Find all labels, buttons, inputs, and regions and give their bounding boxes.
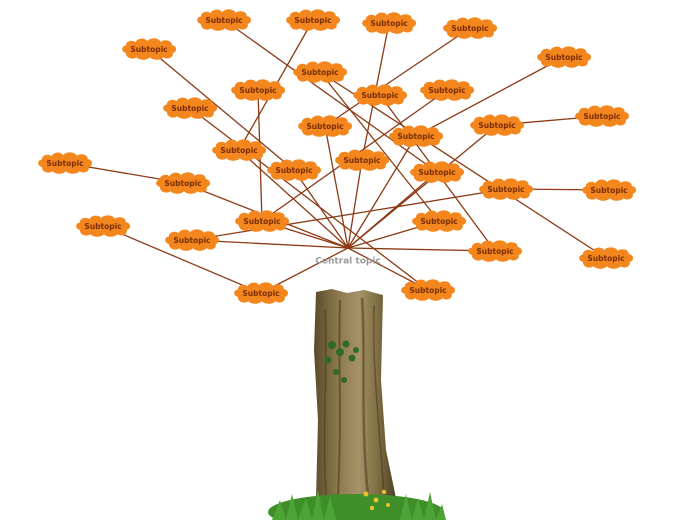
subtopic-label: Subtopic [220, 146, 257, 155]
subtopic-label: Subtopic [205, 16, 242, 25]
subtopic-label: Subtopic [164, 179, 201, 188]
connector-line [191, 188, 507, 241]
subtopic-label: Subtopic [306, 122, 343, 131]
subtopic-label: Subtopic [84, 222, 121, 231]
subtopic-node[interactable]: Subtopic [165, 229, 220, 251]
subtopic-node[interactable]: Subtopic [443, 17, 498, 39]
subtopic-node[interactable]: Subtopic [234, 282, 289, 304]
subtopic-label: Subtopic [243, 217, 280, 226]
connector-line [319, 71, 440, 222]
subtopic-label: Subtopic [545, 53, 582, 62]
subtopic-node[interactable]: Subtopic [293, 61, 348, 83]
subtopic-label: Subtopic [476, 247, 513, 256]
subtopic-node[interactable]: Subtopic [362, 12, 417, 34]
subtopic-node[interactable]: Subtopic [267, 159, 322, 181]
subtopic-label: Subtopic [451, 24, 488, 33]
subtopic-node[interactable]: Subtopic [470, 114, 525, 136]
subtopic-node[interactable]: Subtopic [163, 97, 218, 119]
subtopic-node[interactable]: Subtopic [156, 172, 211, 194]
subtopic-node[interactable]: Subtopic [212, 139, 267, 161]
subtopic-node[interactable]: Subtopic [122, 38, 177, 60]
subtopic-node[interactable]: Subtopic [579, 247, 634, 269]
subtopic-label: Subtopic [583, 112, 620, 121]
subtopic-node[interactable]: Subtopic [298, 115, 353, 137]
subtopic-label: Subtopic [242, 289, 279, 298]
subtopic-node[interactable]: Subtopic [286, 9, 341, 31]
central-topic-node[interactable]: Central topic [315, 257, 381, 267]
subtopic-label: Subtopic [171, 104, 208, 113]
connector-line [347, 124, 498, 249]
subtopic-label: Subtopic [418, 168, 455, 177]
subtopic-node[interactable]: Subtopic [401, 279, 456, 301]
connector-line [324, 27, 471, 127]
subtopic-label: Subtopic [370, 19, 407, 28]
subtopic-label: Subtopic [275, 166, 312, 175]
connector-line [148, 48, 295, 171]
subtopic-node[interactable]: Subtopic [537, 46, 592, 68]
connector-line [189, 107, 429, 291]
subtopic-label: Subtopic [409, 286, 446, 295]
subtopic-node[interactable]: Subtopic [231, 79, 286, 101]
subtopic-label: Subtopic [428, 86, 465, 95]
subtopic-node[interactable]: Subtopic [76, 215, 131, 237]
subtopic-node[interactable]: Subtopic [235, 210, 290, 232]
subtopic-label: Subtopic [361, 91, 398, 100]
subtopic-label: Subtopic [590, 186, 627, 195]
ivy-leaves-illustration [324, 340, 359, 383]
subtopic-label: Subtopic [46, 159, 83, 168]
subtopic-node[interactable]: Subtopic [575, 105, 630, 127]
subtopic-node[interactable]: Subtopic [412, 210, 467, 232]
subtopic-label: Subtopic [173, 236, 210, 245]
subtopic-node[interactable]: Subtopic [335, 149, 390, 171]
connector-line [293, 169, 349, 249]
subtopic-label: Subtopic [487, 185, 524, 194]
subtopic-node[interactable]: Subtopic [582, 179, 637, 201]
subtopic-label: Subtopic [478, 121, 515, 130]
connector-line [102, 225, 262, 294]
subtopic-label: Subtopic [294, 16, 331, 25]
subtopic-label: Subtopic [587, 254, 624, 263]
subtopic-node[interactable]: Subtopic [479, 178, 534, 200]
subtopic-label: Subtopic [420, 217, 457, 226]
connector-lines [64, 19, 610, 294]
connector-line [324, 125, 349, 249]
central-topic-label: Central topic [315, 257, 381, 267]
subtopic-label: Subtopic [343, 156, 380, 165]
subtopic-node[interactable]: Subtopic [468, 240, 523, 262]
subtopic-node[interactable]: Subtopic [38, 152, 93, 174]
subtopic-node[interactable]: Subtopic [420, 79, 475, 101]
subtopic-label: Subtopic [239, 86, 276, 95]
subtopic-label: Subtopic [130, 45, 167, 54]
subtopic-node[interactable]: Subtopic [410, 161, 465, 183]
subtopic-node[interactable]: Subtopic [389, 125, 444, 147]
connector-line [347, 159, 363, 249]
grass-illustration [268, 489, 446, 520]
subtopic-node[interactable]: Subtopic [353, 84, 408, 106]
subtopic-label: Subtopic [397, 132, 434, 141]
connector-line [223, 19, 438, 173]
subtopic-label: Subtopic [301, 68, 338, 77]
tree-trunk-illustration [314, 289, 396, 500]
subtopic-node[interactable]: Subtopic [197, 9, 252, 31]
connector-line [415, 56, 565, 137]
connector-line [347, 135, 417, 249]
